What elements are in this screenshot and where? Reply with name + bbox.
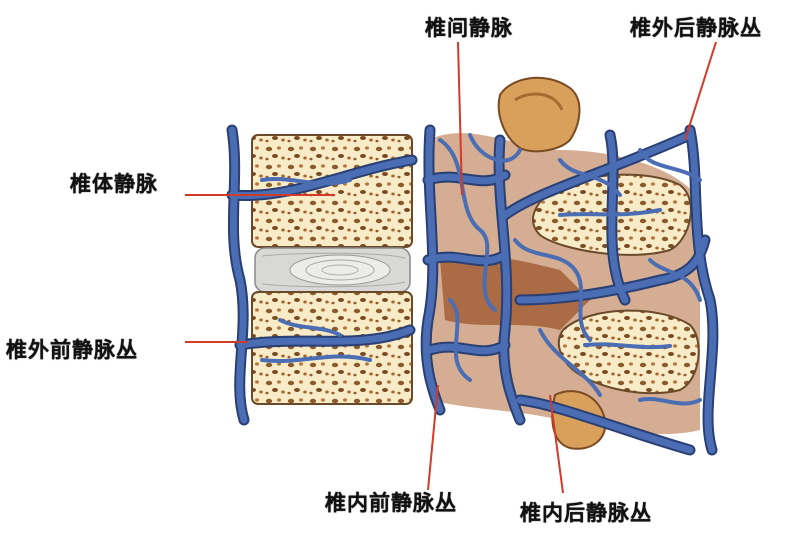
label-basivertebral-vein: 椎体静脉 (70, 172, 158, 196)
leader-internal-anterior (427, 384, 439, 491)
label-intervertebral-vein: 椎间静脉 (425, 16, 513, 40)
vein-network (226, 124, 719, 456)
leader-internal-posterior (549, 394, 564, 494)
intervertebral-disc (254, 247, 411, 293)
leader-intervertebral (457, 41, 463, 196)
leader-lines (185, 41, 717, 494)
vertebral-body-lower (251, 291, 413, 405)
label-internal-posterior-plexus: 椎内后静脉丛 (520, 501, 652, 525)
label-external-posterior-plexus: 椎外后静脉丛 (630, 16, 762, 40)
label-external-anterior-plexus: 椎外前静脉丛 (6, 338, 138, 362)
label-internal-anterior-plexus: 椎内前静脉丛 (325, 491, 457, 515)
spinous-process-upper (497, 76, 581, 153)
leader-external-posterior (684, 41, 717, 141)
